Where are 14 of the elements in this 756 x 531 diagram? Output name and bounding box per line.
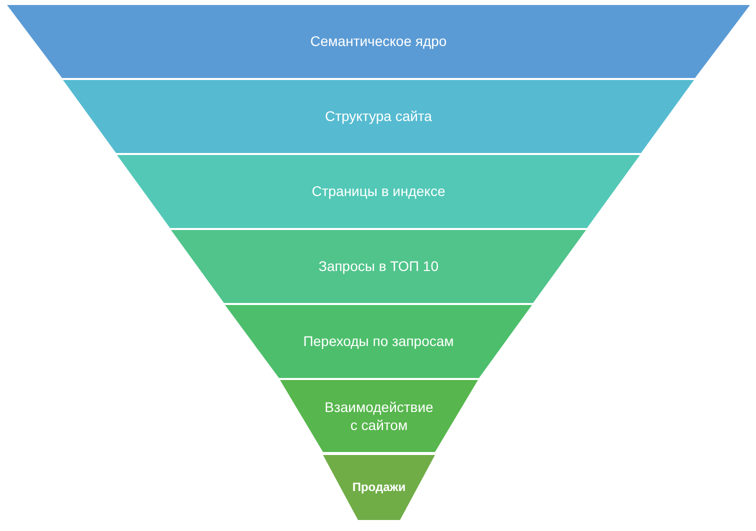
funnel-band — [117, 155, 640, 228]
funnel-band — [280, 380, 478, 452]
band-label: Продажи — [352, 480, 406, 495]
band-label: Структура сайта — [325, 107, 432, 126]
funnel-band — [323, 455, 435, 520]
funnel-band — [63, 80, 694, 153]
band-label: Запросы в ТОП 10 — [318, 257, 438, 276]
band-label: Семантическое ядро — [310, 32, 447, 51]
funnel-band — [171, 230, 586, 303]
funnel-band — [225, 305, 532, 378]
band-label: Переходы по запросам — [303, 332, 454, 351]
band-label: Взаимодействие с сайтом — [324, 398, 434, 434]
funnel-band — [7, 5, 750, 78]
band-label: Страницы в индексе — [312, 182, 446, 201]
